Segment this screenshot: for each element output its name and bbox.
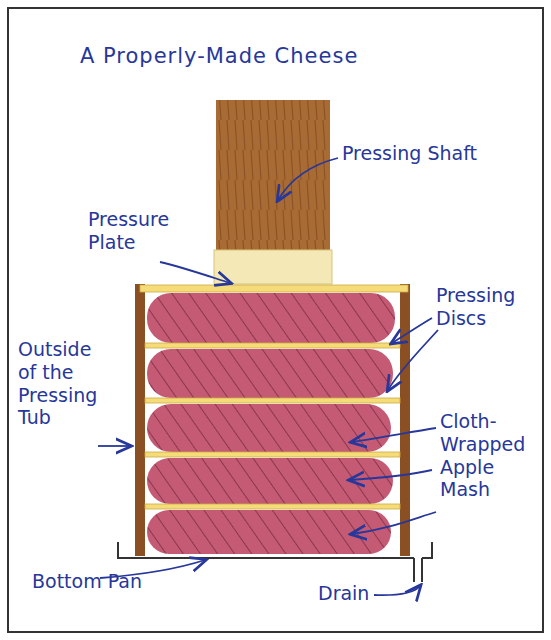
part-label: Pressing Shaft — [342, 142, 492, 165]
part-label: Outside of the Pressing Tub — [18, 338, 108, 429]
part-label: Bottom Pan — [32, 570, 152, 593]
pressing-discs — [140, 285, 408, 509]
part-label: Drain — [318, 582, 388, 605]
tub-wall-left — [135, 284, 145, 556]
title: A Properly-Made Cheese — [80, 44, 358, 69]
drain — [414, 558, 422, 582]
frame — [8, 8, 543, 632]
part-label: Cloth-Wrapped Apple Mash — [440, 410, 540, 501]
apple-mash-layers — [147, 293, 395, 554]
bottom-pan — [118, 542, 432, 558]
part-label: Pressing Discs — [436, 284, 531, 330]
pressure-block — [214, 250, 332, 284]
pressing-shaft — [216, 100, 330, 250]
tub-wall-right — [400, 284, 410, 556]
part-label: Pressure Plate — [88, 208, 188, 254]
